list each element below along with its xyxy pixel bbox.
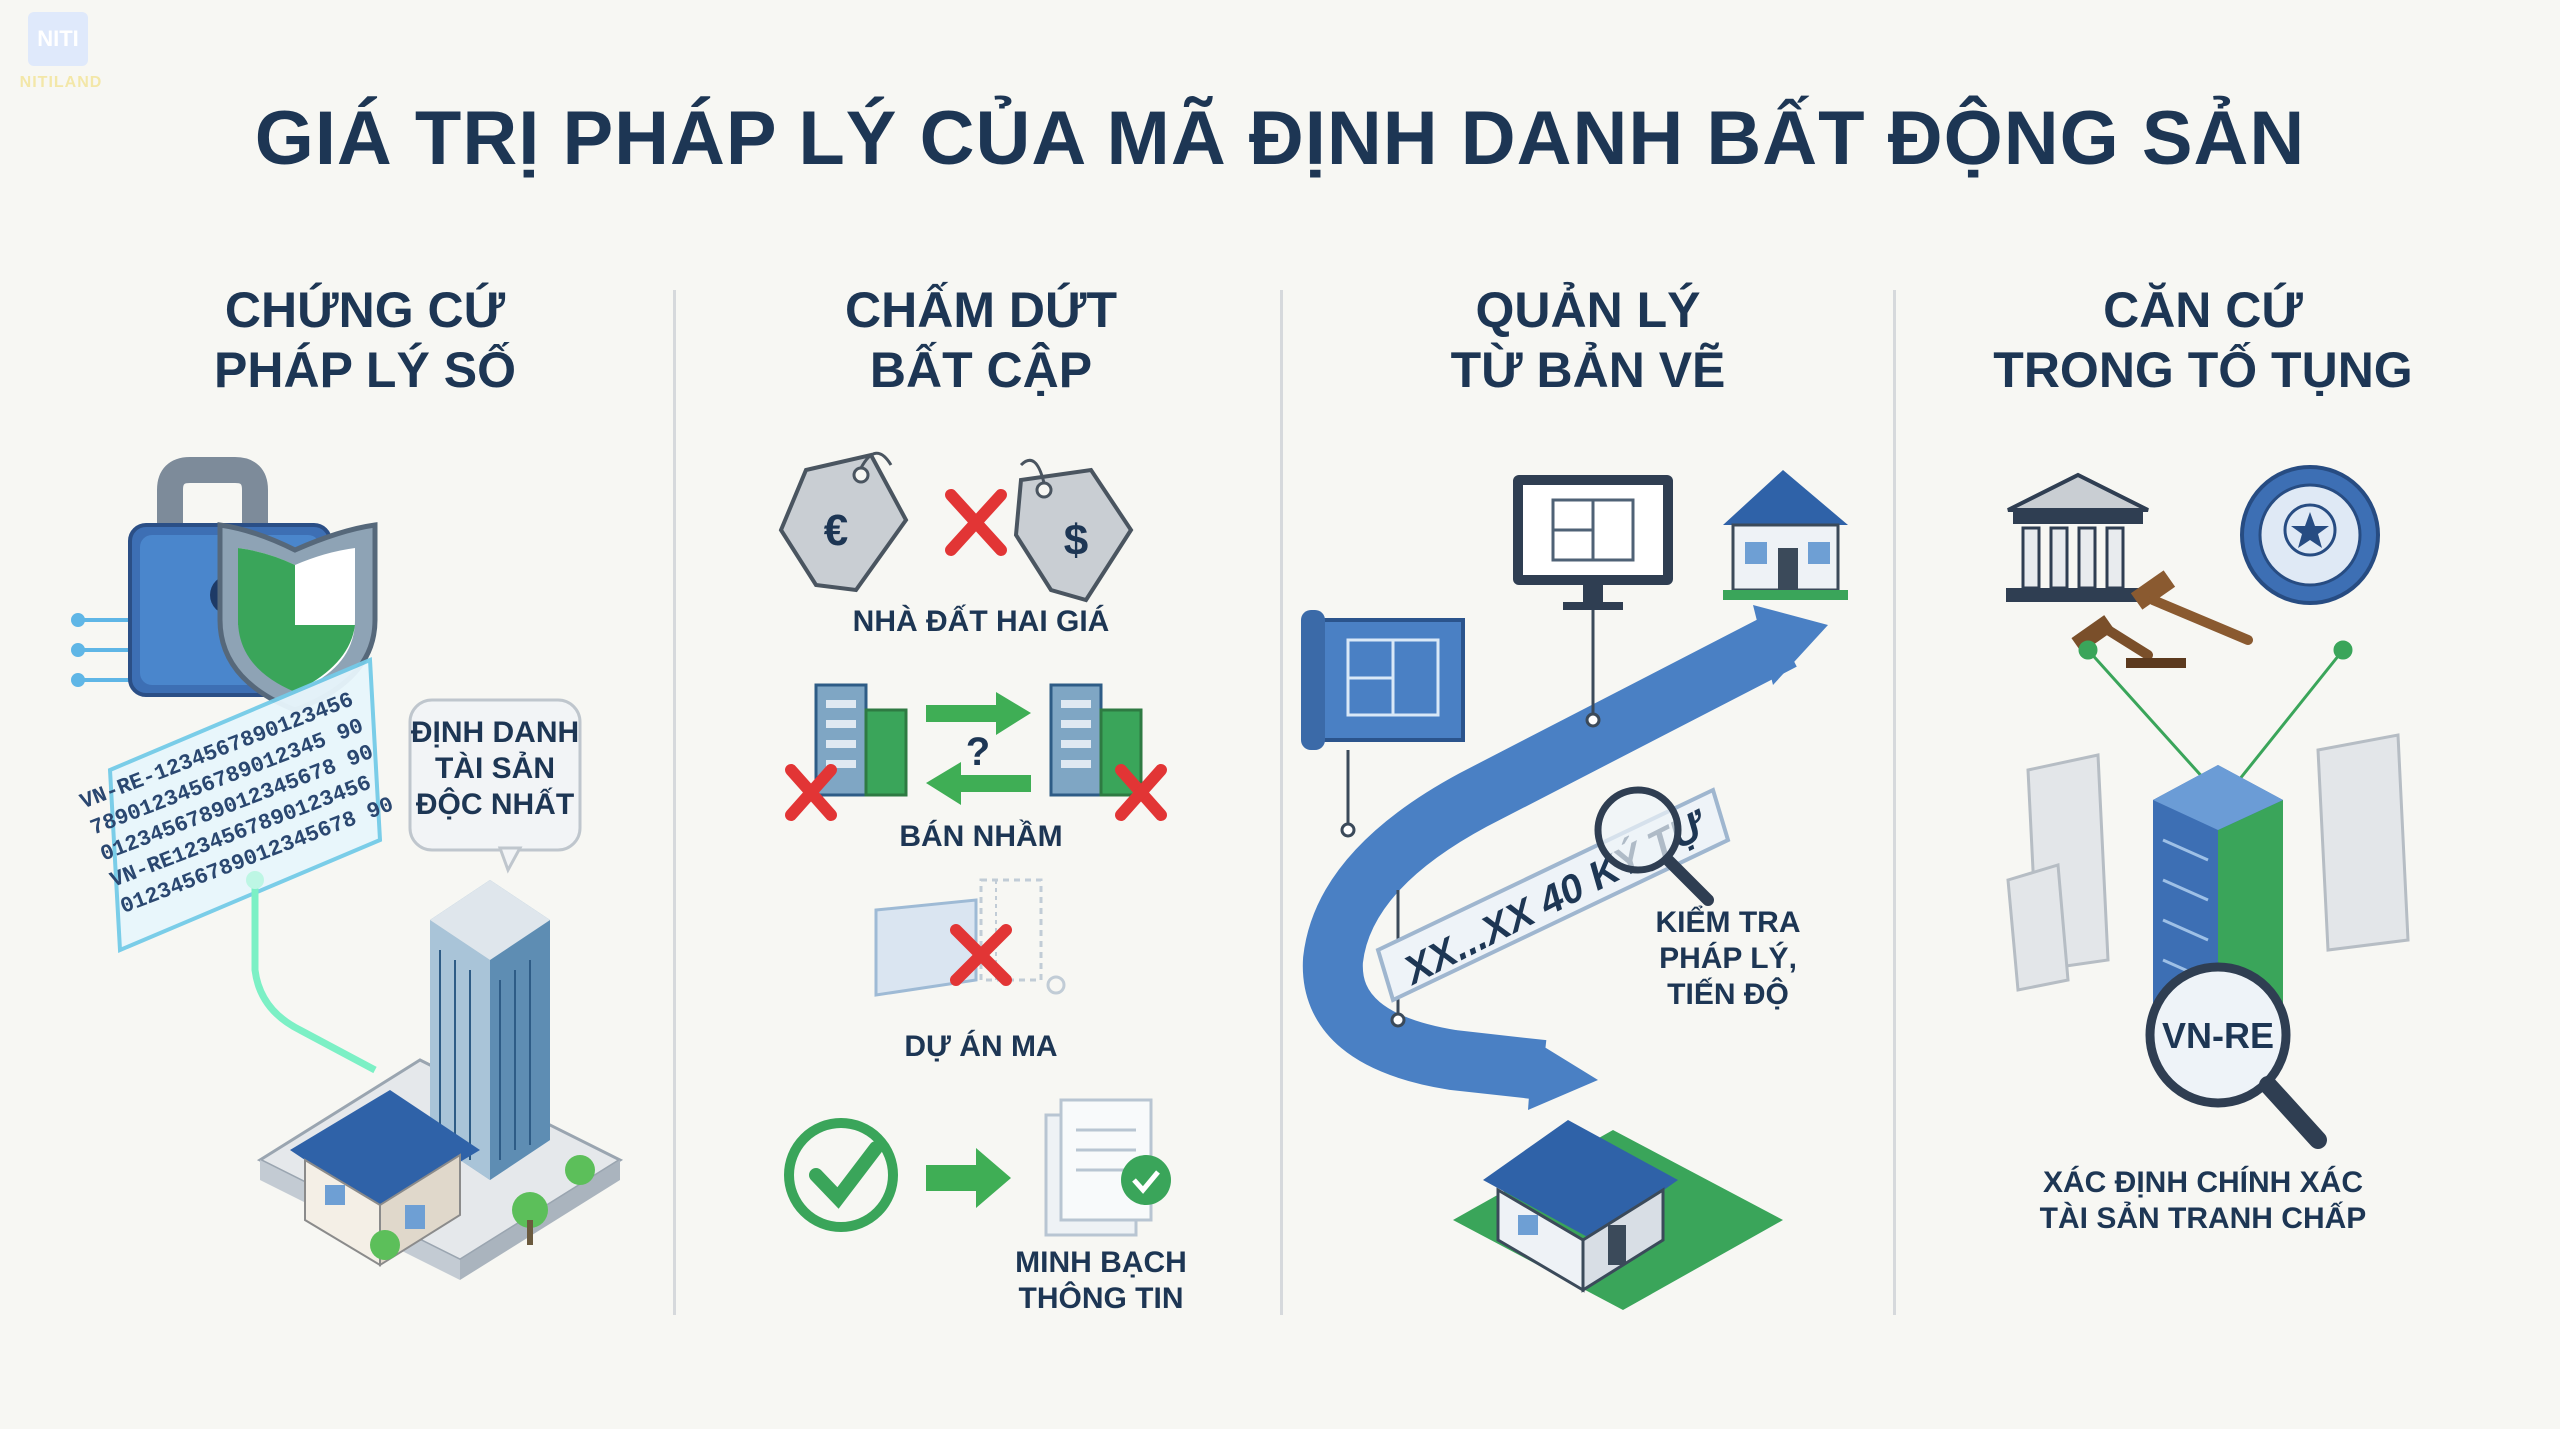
column-digital-evidence: CHỨNG CỨ PHÁP LÝ SỐ V bbox=[60, 280, 670, 1340]
column-title: CĂN CỨ TRONG TỐ TỤNG bbox=[1993, 282, 2413, 398]
bubble-text: ĐỘC NHẤT bbox=[416, 787, 574, 821]
building-icon bbox=[1049, 683, 1143, 797]
dollar-tag-icon: $ bbox=[1013, 459, 1134, 603]
link-line bbox=[251, 880, 377, 1074]
arrow-right-icon bbox=[926, 1148, 1011, 1208]
cross-icon bbox=[785, 764, 1167, 821]
building-icon bbox=[2006, 733, 2410, 992]
courthouse-icon bbox=[2006, 472, 2150, 602]
svg-text:€: € bbox=[824, 506, 848, 555]
circuit-icon bbox=[71, 613, 152, 687]
connector-pins bbox=[1340, 610, 1601, 1028]
euro-tag-icon: € bbox=[778, 451, 909, 593]
flow-arrow bbox=[1302, 613, 1797, 1100]
column-manage-from-drawing: QUẢN LÝ TỪ BẢN VẼ bbox=[1283, 280, 1893, 1340]
blueprint-icon bbox=[1301, 610, 1465, 750]
label-ghost-project: DỰ ÁN MA bbox=[904, 1030, 1058, 1063]
swap-arrows-icon bbox=[926, 692, 1031, 805]
label-check-legal-progress: KIỂM TRA PHÁP LÝ, TIẾN ĐỘ bbox=[1655, 906, 1801, 1011]
logo: NITI NITILAND bbox=[6, 6, 116, 96]
litigation-illustration: VN-RE bbox=[2006, 465, 2410, 1149]
cross-icon bbox=[945, 489, 1007, 556]
document-check-icon bbox=[1044, 1098, 1171, 1237]
house-icon bbox=[1723, 470, 1848, 600]
column-title: QUẢN LÝ TỪ BẢN VẼ bbox=[1450, 282, 1726, 398]
column-divider bbox=[673, 290, 676, 1315]
column-title: CHẤM DỨT BẤT CẬP bbox=[845, 282, 1117, 398]
logo-name: NITILAND bbox=[19, 74, 103, 91]
question-mark: ? bbox=[966, 730, 990, 774]
column-divider bbox=[1280, 290, 1283, 1315]
code-panel bbox=[107, 657, 383, 953]
column-litigation-basis: CĂN CỨ TRONG TỐ TỤNG bbox=[1898, 280, 2508, 1340]
magnifier-icon bbox=[1594, 786, 1714, 906]
page-title: GIÁ TRỊ PHÁP LÝ CỦA MÃ ĐỊNH DANH BẤT ĐỘN… bbox=[254, 96, 2306, 181]
label-transparency: MINH BẠCH THÔNG TIN bbox=[1015, 1246, 1187, 1315]
label-identify-disputed-asset: XÁC ĐỊNH CHÍNH XÁC TÀI SẢN TRANH CHẤP bbox=[2039, 1166, 2367, 1235]
drawing-flow-illustration: XX...XX 40 KÝ TỰ bbox=[1301, 470, 1848, 1310]
column-divider bbox=[1893, 290, 1896, 1315]
speech-bubble bbox=[408, 698, 582, 874]
shortcomings-illustration: € $ ? bbox=[778, 451, 1171, 1237]
arrow-head-down bbox=[1528, 1040, 1598, 1110]
svg-text:$: $ bbox=[1064, 516, 1088, 565]
logo-mark: NITI bbox=[28, 12, 88, 66]
house-icon bbox=[1453, 1120, 1783, 1310]
emblem-seal-icon bbox=[2240, 465, 2380, 605]
monitor-icon bbox=[1513, 475, 1673, 610]
checkmark-circle-icon bbox=[784, 1118, 898, 1232]
cross-icon bbox=[950, 924, 1012, 986]
label-double-price: NHÀ ĐẤT HAI GIÁ bbox=[852, 605, 1110, 638]
digital-evidence-illustration: VN-RE-1234567890123456 78901234567890123… bbox=[71, 457, 624, 1280]
shield-icon bbox=[217, 522, 378, 713]
link-node bbox=[246, 871, 264, 889]
lens-text: VN-RE bbox=[2162, 1015, 2274, 1056]
bubble-text: TÀI SẢN bbox=[435, 751, 555, 785]
gavel-icon bbox=[2071, 570, 2253, 668]
column-title: CHỨNG CỨ PHÁP LÝ SỐ bbox=[214, 282, 516, 398]
column-end-shortcomings: CHẤM DỨT BẤT CẬP € $ bbox=[676, 280, 1286, 1340]
building-icon bbox=[256, 880, 624, 1280]
arrow-head-up bbox=[1753, 605, 1828, 685]
bubble-text: ĐỊNH DANH bbox=[411, 716, 579, 749]
label-wrong-sale: BÁN NHẦM bbox=[899, 820, 1063, 853]
magnifier-icon bbox=[2145, 962, 2327, 1149]
